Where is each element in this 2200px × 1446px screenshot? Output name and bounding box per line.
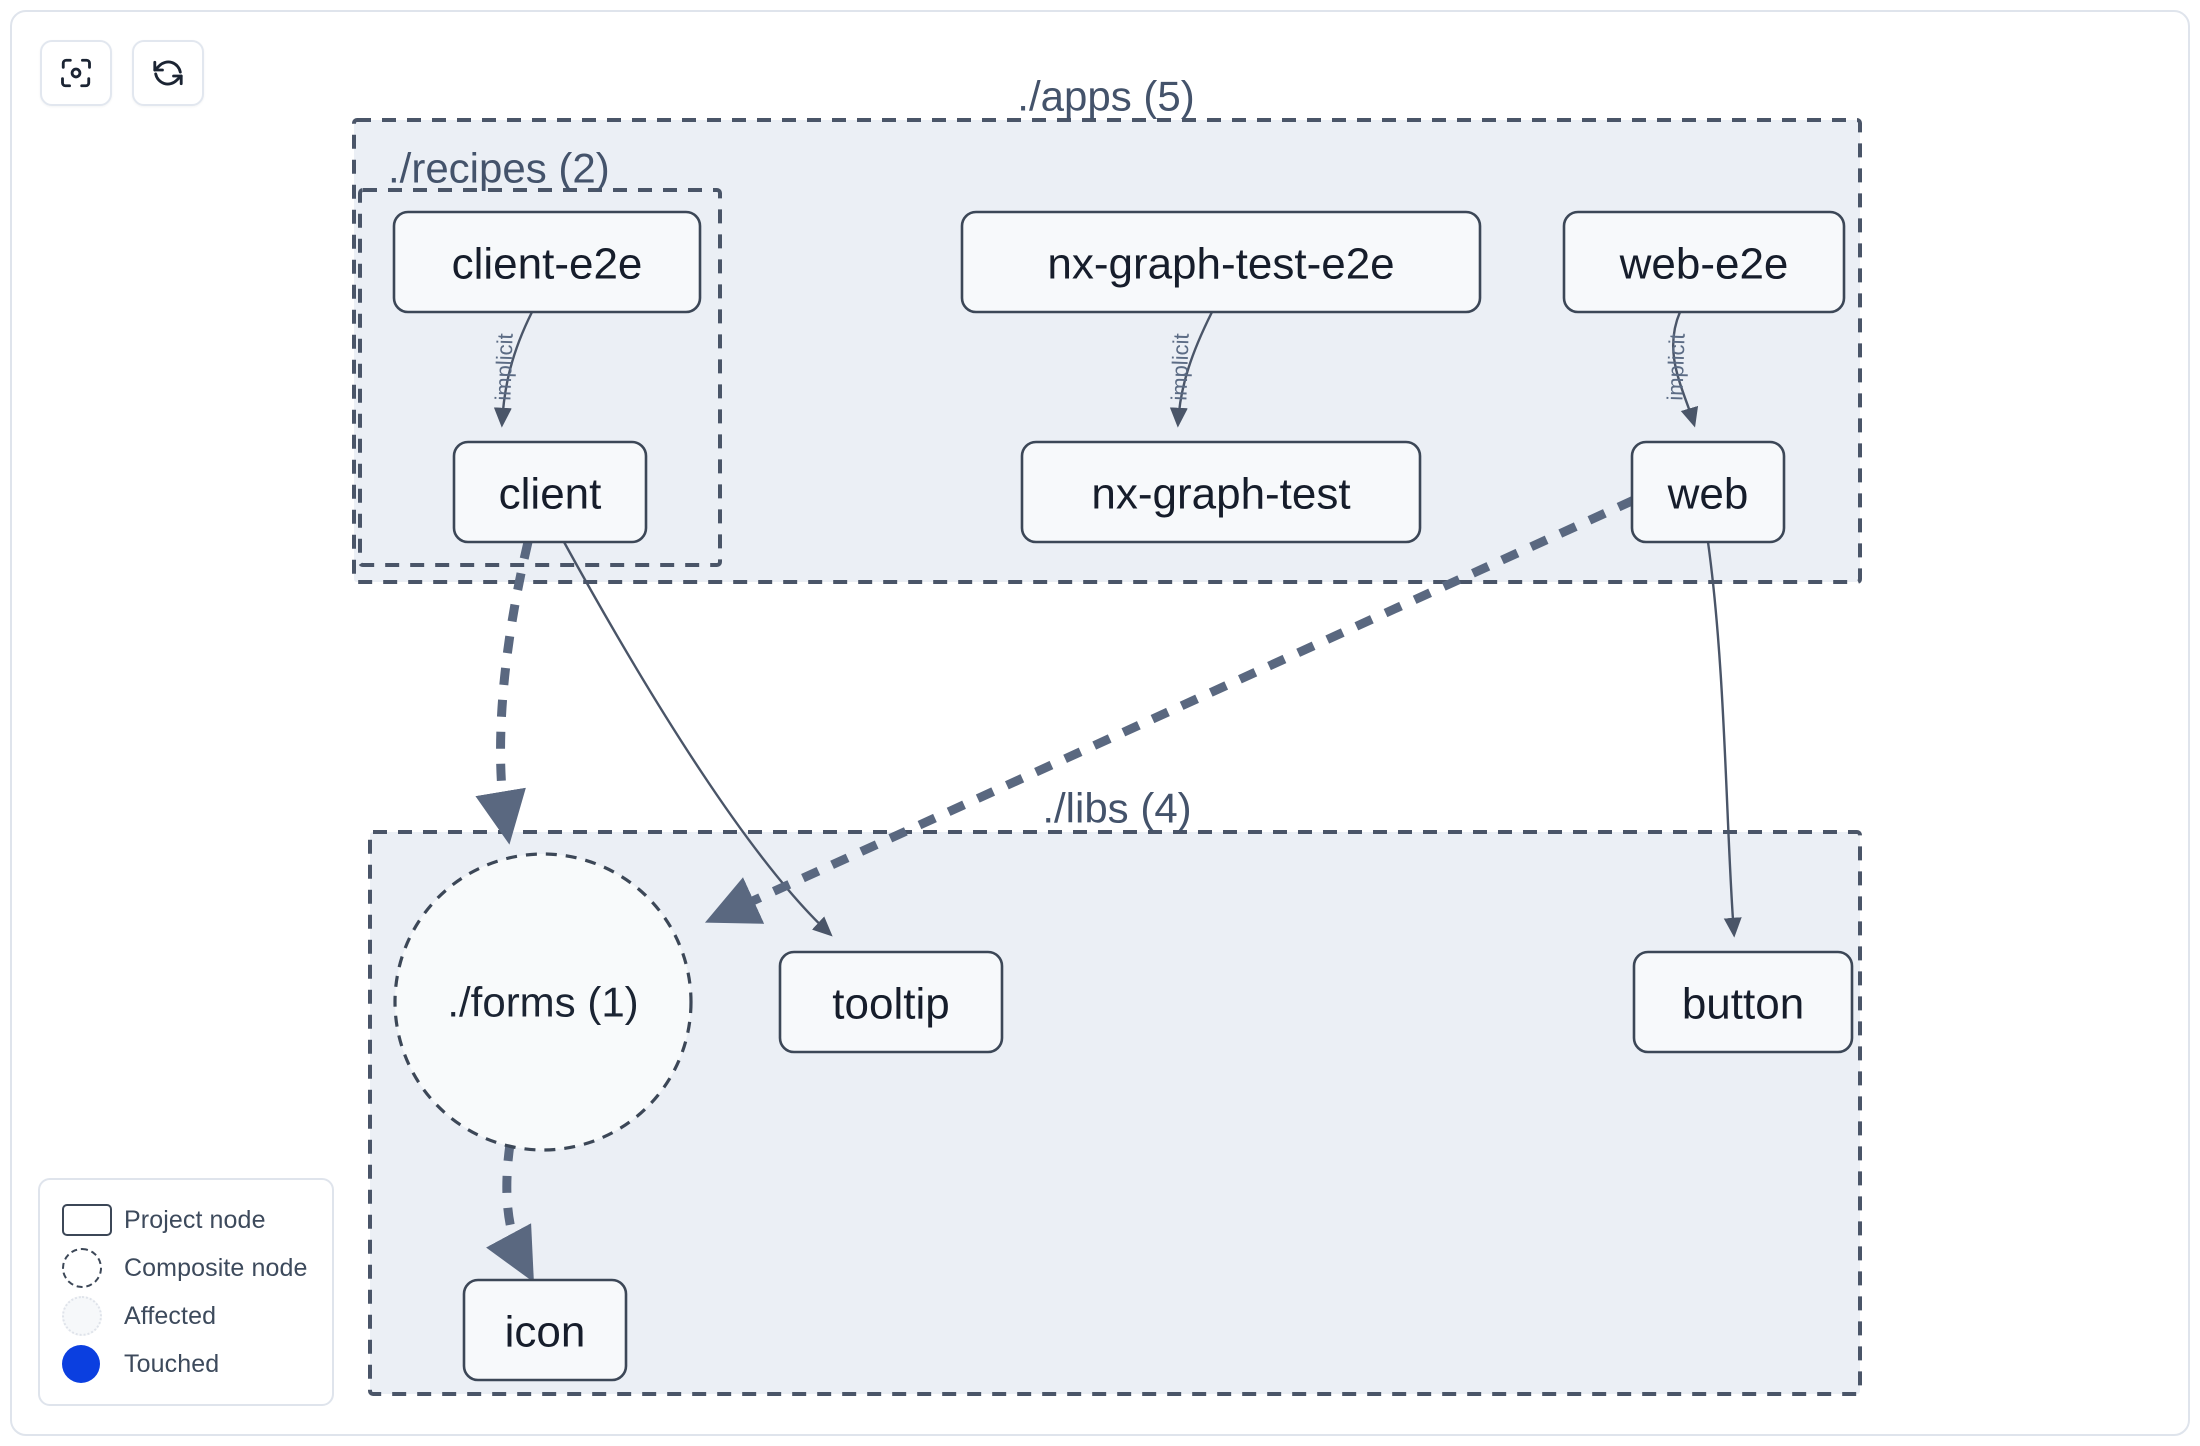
legend-label: Touched	[124, 1349, 220, 1378]
node-label-forms: ./forms (1)	[447, 979, 638, 1026]
legend-item-touched: Touched	[62, 1340, 314, 1388]
project-node-client-e2e[interactable]	[392, 210, 702, 314]
edge-labels-layer: implicit implicit implicit	[490, 333, 1689, 401]
legend-label: Composite node	[124, 1253, 308, 1282]
viewfinder-icon	[58, 55, 94, 91]
edge-nx-graph-test-e2e__nx-graph-test[interactable]	[1169, 311, 1214, 428]
project-node-web-e2e[interactable]	[1562, 210, 1846, 314]
node-label-tooltip: tooltip	[832, 980, 949, 1029]
composite-node-swatch	[62, 1248, 124, 1288]
focus-graph-button[interactable]	[40, 40, 112, 106]
group-label-libs: ./libs (4)	[1042, 785, 1191, 832]
affected-swatch	[62, 1296, 124, 1336]
edges-layer	[475, 311, 1742, 1283]
edge-client-e2e__client[interactable]	[493, 311, 534, 428]
group-label-apps: ./apps (5)	[1017, 73, 1194, 120]
project-node-nx-graph-test-e2e[interactable]	[960, 210, 1482, 314]
project-node-tooltip[interactable]	[778, 950, 1004, 1054]
graph-legend: Project node Composite node Affected Tou…	[38, 1178, 334, 1406]
touched-swatch	[62, 1345, 124, 1383]
edge-web-e2e__web[interactable]	[1671, 311, 1699, 428]
node-label-client: client	[499, 470, 602, 519]
project-graph[interactable]: client-e2e nx-graph-test-e2e web-e2e client…	[12, 12, 2190, 1436]
node-label-nx-graph-test-e2e: nx-graph-test-e2e	[1047, 240, 1394, 289]
legend-label: Affected	[124, 1301, 217, 1330]
edge-client__forms[interactable]	[475, 540, 533, 845]
project-node-nx-graph-test[interactable]	[1020, 440, 1422, 544]
edge-web__forms[interactable]	[704, 495, 1636, 924]
node-label-client-e2e: client-e2e	[452, 240, 643, 289]
composite-node-forms[interactable]	[393, 852, 693, 1152]
nodes-layer: client-e2e nx-graph-test-e2e web-e2e client…	[392, 210, 1854, 1382]
edge-web__button[interactable]	[1706, 541, 1742, 938]
legend-item-composite-node: Composite node	[62, 1244, 314, 1292]
graph-canvas-card[interactable]: client-e2e nx-graph-test-e2e web-e2e client…	[10, 10, 2190, 1436]
project-node-web[interactable]	[1630, 440, 1786, 544]
project-node-icon[interactable]	[462, 1278, 628, 1382]
edge-forms__icon[interactable]	[486, 1143, 534, 1283]
group-box-apps[interactable]	[352, 118, 1862, 584]
edge-client__tooltip[interactable]	[562, 541, 833, 937]
edge-label-nx-graph-test-e2e__nx-graph-test: implicit	[1166, 333, 1193, 401]
node-label-nx-graph-test: nx-graph-test	[1091, 470, 1350, 519]
graph-toolbar	[40, 40, 204, 106]
legend-label: Project node	[124, 1205, 266, 1234]
node-label-web-e2e: web-e2e	[1619, 240, 1789, 289]
node-label-web: web	[1667, 470, 1749, 519]
project-node-client[interactable]	[452, 440, 648, 544]
group-box-libs[interactable]	[368, 830, 1862, 1396]
legend-item-affected: Affected	[62, 1292, 314, 1340]
group-label-recipes: ./recipes (2)	[388, 145, 610, 192]
node-label-icon: icon	[505, 1308, 586, 1357]
refresh-graph-button[interactable]	[132, 40, 204, 106]
edge-label-client-e2e__client: implicit	[490, 333, 517, 401]
project-node-button[interactable]	[1632, 950, 1854, 1054]
edge-label-web-e2e__web: implicit	[1662, 333, 1689, 401]
group-labels-layer: ./apps (5) ./recipes (2) ./libs (4)	[388, 73, 1195, 832]
node-label-button: button	[1682, 980, 1804, 1029]
legend-item-project-node: Project node	[62, 1196, 314, 1244]
group-boxes-layer	[352, 118, 1862, 1396]
refresh-icon	[150, 55, 186, 91]
project-node-swatch	[62, 1204, 124, 1236]
